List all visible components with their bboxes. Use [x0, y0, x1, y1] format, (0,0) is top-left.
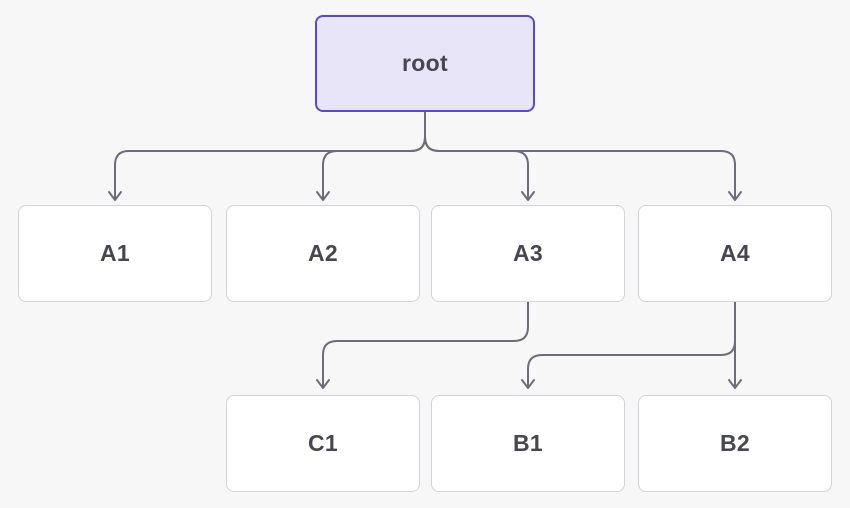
arrowhead-a4-icon [728, 191, 742, 201]
edge-root-to-a3 [424, 111, 529, 199]
node-c1[interactable]: C1 [226, 395, 420, 492]
arrowhead-c1-icon [316, 379, 330, 389]
node-a3[interactable]: A3 [431, 205, 625, 302]
node-root[interactable]: root [315, 15, 535, 112]
node-a2-label: A2 [307, 240, 338, 266]
arrowhead-b1-icon [521, 379, 535, 389]
node-root-label: root [402, 50, 448, 76]
edge-root-to-a4 [424, 111, 736, 199]
node-a1-label: A1 [99, 240, 130, 266]
arrowhead-b2-icon [728, 379, 742, 389]
node-b2[interactable]: B2 [638, 395, 832, 492]
edge-root-to-a2 [322, 111, 426, 199]
edge-a4-to-b1 [527, 301, 736, 387]
node-c1-label: C1 [307, 430, 338, 456]
node-a2[interactable]: A2 [226, 205, 420, 302]
node-a4[interactable]: A4 [638, 205, 832, 302]
edge-root-to-a1 [114, 111, 426, 199]
node-a3-label: A3 [512, 240, 543, 266]
node-b1-label: B1 [512, 430, 543, 456]
node-a1[interactable]: A1 [18, 205, 212, 302]
arrowhead-a3-icon [521, 191, 535, 201]
node-a4-label: A4 [719, 240, 750, 266]
node-b2-label: B2 [719, 430, 750, 456]
arrowhead-a2-icon [316, 191, 330, 201]
node-b1[interactable]: B1 [431, 395, 625, 492]
arrowhead-a1-icon [108, 191, 122, 201]
edge-a3-to-c1 [322, 301, 529, 387]
